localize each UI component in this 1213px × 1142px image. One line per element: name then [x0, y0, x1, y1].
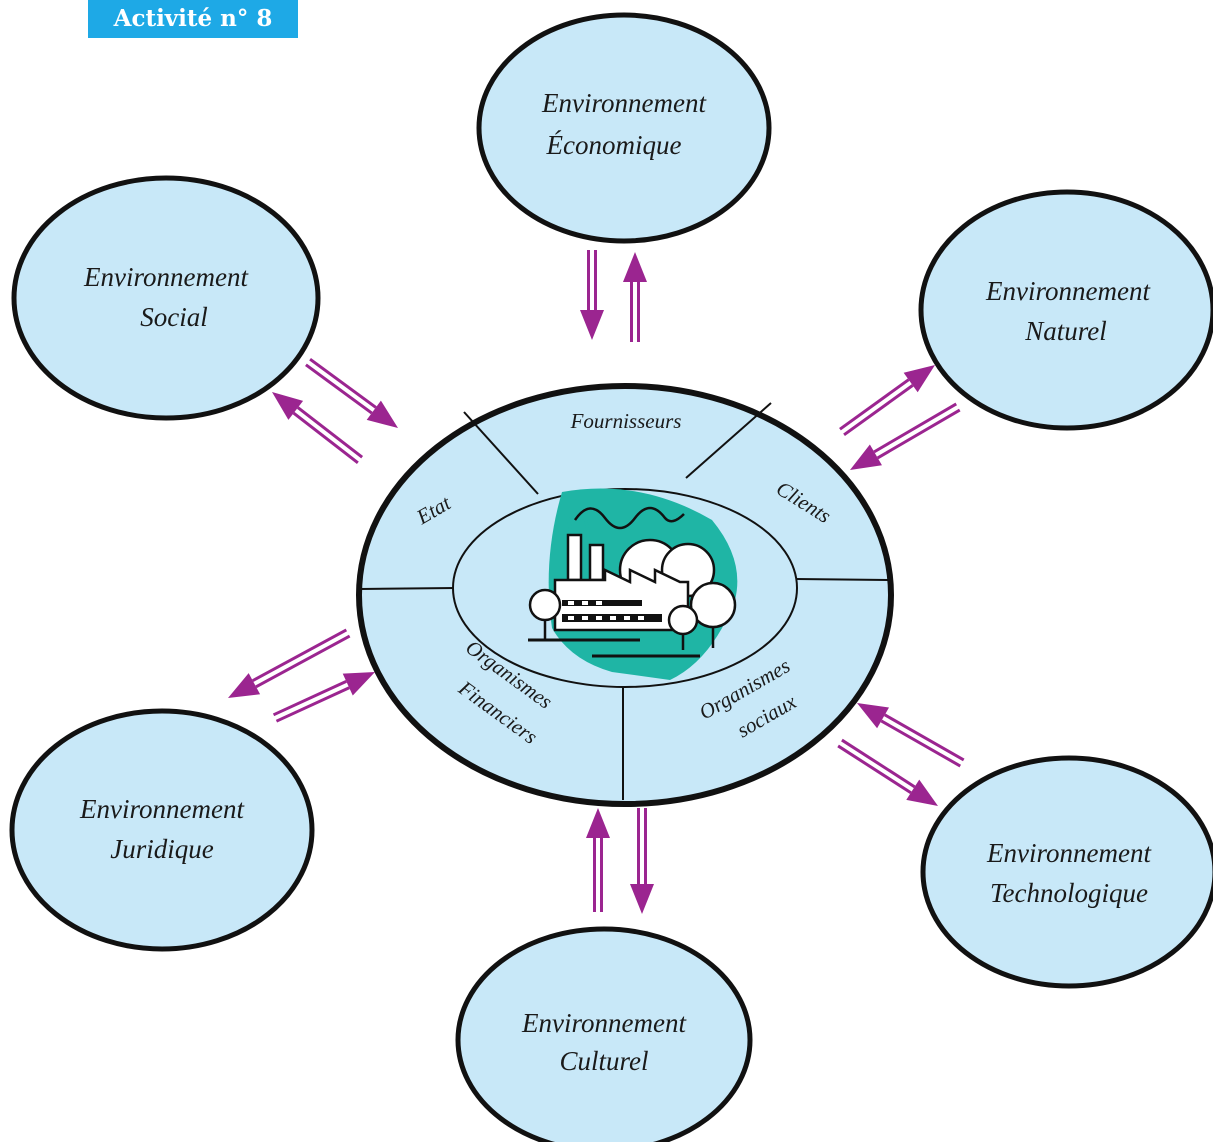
factory-icon	[528, 488, 738, 680]
env-social-line1: Environnement	[83, 262, 249, 292]
divider-fournisseurs-clients	[685, 402, 772, 479]
env-naturel-line2: Naturel	[1024, 316, 1107, 346]
arrow-social-in	[305, 357, 398, 428]
activity-badge: Activité n° 8	[88, 0, 298, 38]
arrow-naturel-out	[839, 365, 935, 437]
env-juridique-line1: Environnement	[79, 794, 245, 824]
arrow-naturel-in	[850, 402, 961, 470]
env-culturel: Environnement Culturel	[455, 926, 753, 1142]
env-technologique-line2: Technologique	[990, 878, 1148, 908]
arrow-culturel-out	[630, 808, 654, 914]
env-technologique-line1: Environnement	[986, 838, 1152, 868]
env-juridique-line2: Juridique	[110, 834, 213, 864]
env-naturel: Environnement Naturel	[918, 189, 1213, 431]
env-economique: Environnement Économique	[476, 12, 772, 244]
env-naturel-line1: Environnement	[985, 276, 1151, 306]
arrow-social-out	[272, 392, 364, 464]
arrow-juridique-in	[272, 672, 375, 723]
env-juridique: Environnement Juridique	[9, 708, 315, 952]
env-culturel-line2: Culturel	[559, 1046, 648, 1076]
arrow-technologique-in	[857, 703, 965, 768]
env-culturel-line1: Environnement	[521, 1008, 687, 1038]
env-social: Environnement Social	[11, 175, 321, 421]
env-social-line2: Social	[140, 302, 208, 332]
arrow-culturel-in	[586, 808, 610, 912]
exchange-arrows	[228, 250, 965, 914]
divider-financiers-etat	[359, 587, 457, 590]
divider-clients-sociaux	[795, 578, 889, 581]
divider-etat-fournisseurs	[463, 411, 539, 495]
env-economique-line1: Environnement	[541, 88, 707, 118]
env-technologique: Environnement Technologique	[920, 755, 1213, 989]
env-economique-line2: Économique	[546, 130, 682, 160]
arrow-economique-out	[623, 252, 647, 342]
arrow-economique-in	[580, 250, 604, 340]
arrow-juridique-out	[228, 628, 351, 698]
enterprise-center: Fournisseurs Clients Etat Organismes Fin…	[356, 383, 894, 807]
arrow-technologique-out	[837, 738, 938, 806]
segment-fournisseurs: Fournisseurs	[570, 409, 682, 433]
